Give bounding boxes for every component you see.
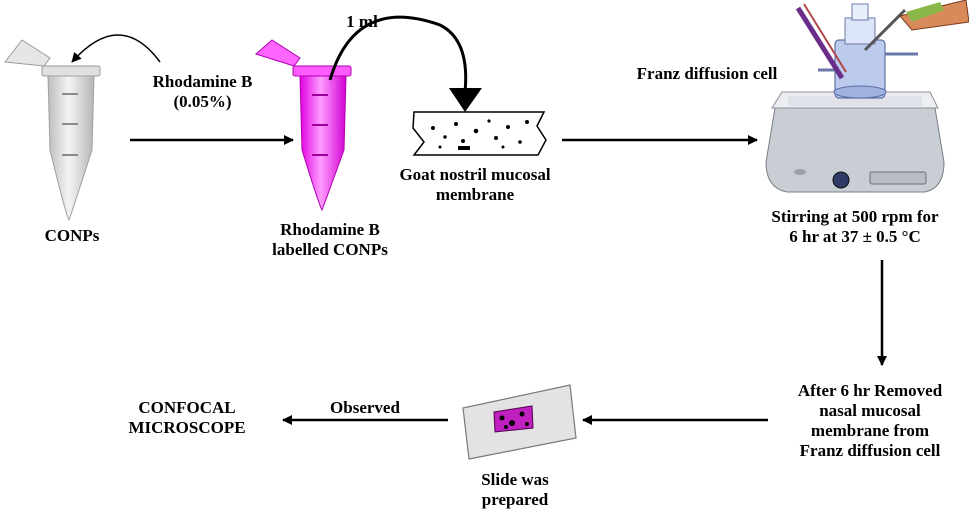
volume-label: 1 ml bbox=[346, 12, 378, 31]
franz-cell-label: Franz diffusion cell bbox=[636, 64, 778, 83]
observed-label: Observed bbox=[330, 398, 400, 417]
conps-tube-icon bbox=[4, 39, 101, 222]
volume-curve-arrow bbox=[328, 15, 468, 93]
franz-cell-stirrer-icon bbox=[765, 0, 969, 193]
slide-icon bbox=[462, 384, 577, 460]
conps-label: CONPs bbox=[44, 226, 100, 245]
volume-arrowhead-icon bbox=[449, 88, 482, 112]
labelled-tube-icon bbox=[255, 39, 352, 212]
membrane-icon bbox=[412, 111, 547, 156]
rhodamine-curve-arrow bbox=[71, 34, 161, 63]
rhodamine-add-label: Rhodamine B(0.05%) bbox=[152, 72, 253, 111]
